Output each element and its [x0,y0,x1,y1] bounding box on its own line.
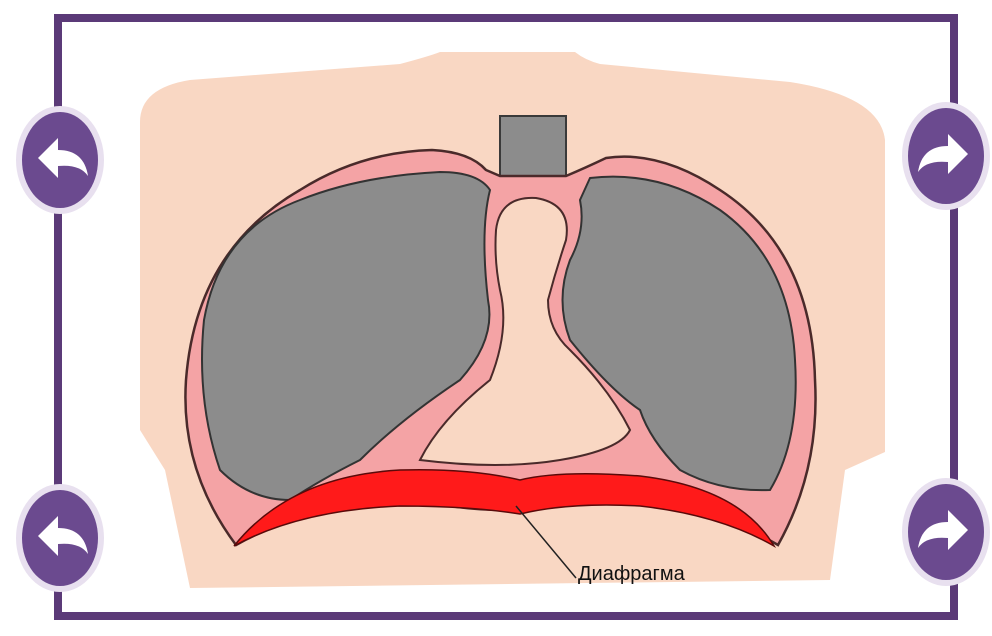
back-arrow-icon [14,482,106,594]
diaphragm-label: Диафрагма [578,563,685,586]
next-button-top[interactable] [900,100,992,212]
forward-arrow-icon [900,100,992,212]
forward-arrow-icon [900,476,992,588]
back-arrow-icon [14,104,106,216]
prev-button-bottom[interactable] [14,482,106,594]
prev-button-top[interactable] [14,104,106,216]
next-button-bottom[interactable] [900,476,992,588]
